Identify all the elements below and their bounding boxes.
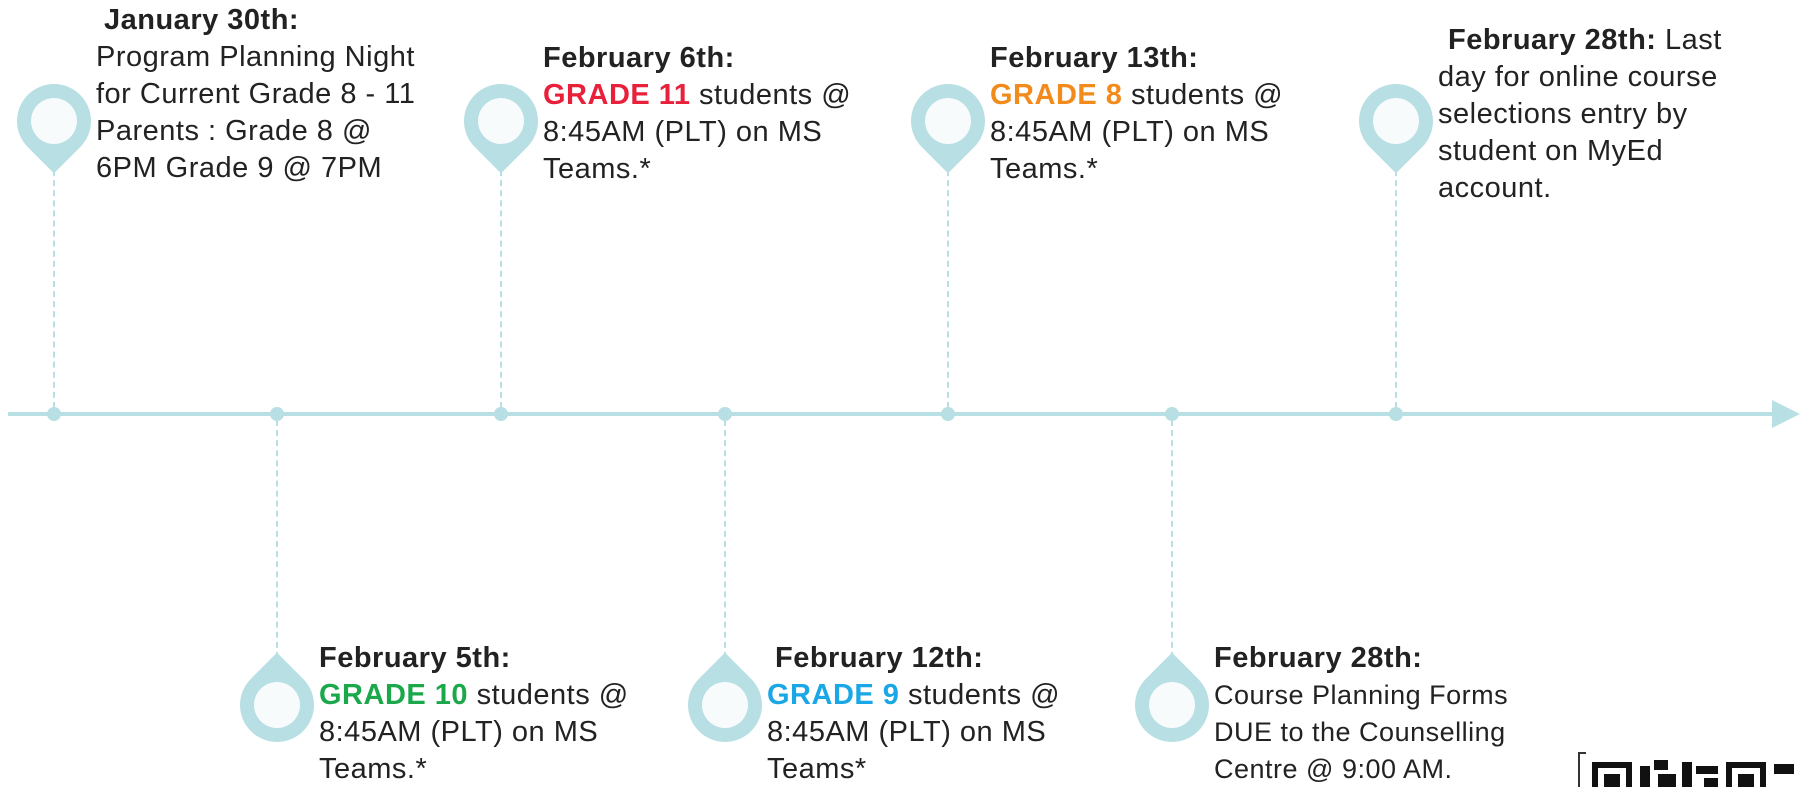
event-date: February 5th: xyxy=(319,642,511,674)
map-pin-icon xyxy=(895,68,1001,174)
event-date: February 12th: xyxy=(775,642,984,674)
event-details: students @ 8:45AM (PLT) on MS Teams* xyxy=(767,679,1061,785)
event-description: Program Planning Night for Current Grade… xyxy=(96,41,416,184)
event-details: students @ 8:45AM (PLT) on MS Teams.* xyxy=(543,79,852,185)
timeline-arrowhead-icon xyxy=(1772,400,1800,428)
event-details: Last day for online course selections en… xyxy=(1438,24,1722,204)
grade-label: GRADE 9 xyxy=(767,679,900,711)
grade-label: GRADE 11 xyxy=(543,79,691,111)
grade-label: GRADE 10 xyxy=(319,679,469,711)
event-february-6: February 6th: GRADE 11 students @ 8:45AM… xyxy=(543,40,883,188)
event-description: GRADE 11 students @ 8:45AM (PLT) on MS T… xyxy=(543,77,883,188)
event-date: January 30th: xyxy=(104,4,300,36)
event-february-5: February 5th: GRADE 10 students @ 8:45AM… xyxy=(319,640,659,788)
event-details: students @ 8:45AM (PLT) on MS Teams.* xyxy=(319,679,629,785)
event-january-30: January 30th: Program Planning Night for… xyxy=(96,2,436,187)
event-date: February 6th: xyxy=(543,42,735,74)
connector-line xyxy=(724,420,726,668)
timeline-dot xyxy=(941,407,955,421)
event-description: GRADE 9 students @ 8:45AM (PLT) on MS Te… xyxy=(767,677,1097,788)
map-pin-icon xyxy=(224,652,330,758)
qr-code-icon xyxy=(1578,752,1807,787)
connector-line xyxy=(947,160,949,408)
map-pin-icon xyxy=(1119,652,1225,758)
connector-line xyxy=(276,420,278,668)
map-pin-icon xyxy=(448,68,554,174)
timeline-dot xyxy=(718,407,732,421)
map-pin-icon xyxy=(1,68,107,174)
map-pin-icon xyxy=(672,652,778,758)
map-pin-icon xyxy=(1343,68,1449,174)
event-date: February 13th: xyxy=(990,42,1199,74)
event-description: February 28th: Last day for online cours… xyxy=(1438,22,1768,207)
connector-line xyxy=(500,160,502,408)
event-february-28-forms: February 28th: Course Planning Forms DUE… xyxy=(1214,640,1554,788)
event-date: February 28th: xyxy=(1448,24,1657,56)
timeline-dot xyxy=(270,407,284,421)
timeline-dot xyxy=(1165,407,1179,421)
event-date: February 28th: xyxy=(1214,642,1423,674)
timeline-axis xyxy=(8,412,1778,416)
connector-line xyxy=(53,160,55,408)
timeline-dot xyxy=(494,407,508,421)
event-description: GRADE 10 students @ 8:45AM (PLT) on MS T… xyxy=(319,677,659,788)
event-description: Course Planning Forms DUE to the Counsel… xyxy=(1214,680,1509,784)
event-february-12: February 12th: GRADE 9 students @ 8:45AM… xyxy=(767,640,1097,788)
event-february-13: February 13th: GRADE 8 students @ 8:45AM… xyxy=(990,40,1320,188)
event-february-28-online: February 28th: Last day for online cours… xyxy=(1438,22,1768,207)
timeline-dot xyxy=(1389,407,1403,421)
grade-label: GRADE 8 xyxy=(990,79,1123,111)
connector-line xyxy=(1171,420,1173,668)
connector-line xyxy=(1395,160,1397,408)
event-details: students @ 8:45AM (PLT) on MS Teams.* xyxy=(990,79,1284,185)
timeline-dot xyxy=(47,407,61,421)
event-description: GRADE 8 students @ 8:45AM (PLT) on MS Te… xyxy=(990,77,1320,188)
